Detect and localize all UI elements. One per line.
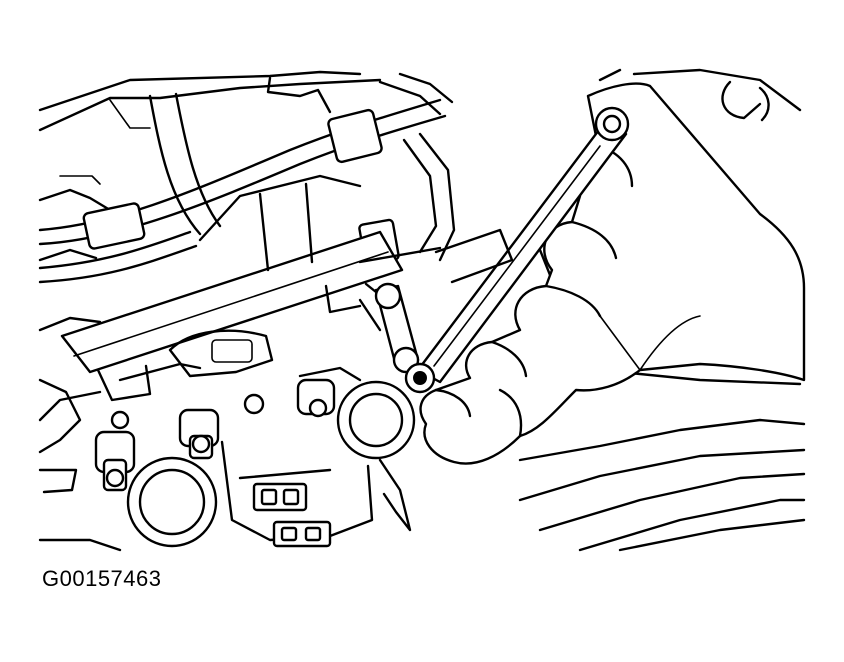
engine-block: [118, 174, 362, 382]
wrench: [416, 106, 630, 384]
fuel-rail: [38, 230, 404, 422]
engine-background: [38, 70, 382, 552]
hand: [419, 82, 806, 465]
figure-id-label: G00157463: [42, 566, 162, 591]
fuel-injectors: [94, 378, 336, 492]
union-nut: [358, 228, 514, 394]
intake-port-left: [126, 456, 218, 548]
injector-2: [178, 408, 220, 460]
lower-casting: [220, 440, 412, 548]
engine-fuel-rail-wrench-illustration: [38, 68, 806, 552]
intake-ports: [126, 380, 416, 548]
injector-1: [94, 430, 136, 492]
injector-3: [296, 378, 336, 418]
intake-port-right: [336, 380, 416, 460]
